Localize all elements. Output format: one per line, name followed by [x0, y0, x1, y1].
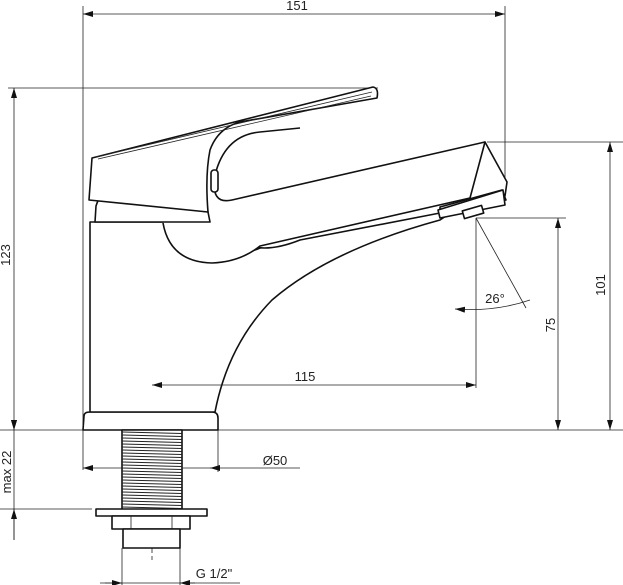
thread-line: [121, 476, 183, 479]
thread-line: [121, 434, 183, 437]
thread-line: [121, 482, 183, 485]
label-spout-reach: 115: [295, 369, 316, 384]
thread-line: [121, 446, 183, 449]
thread-line: [121, 473, 183, 476]
thread-line: [121, 452, 183, 455]
thread-line: [121, 461, 183, 464]
label-outlet-height: 75: [543, 318, 558, 332]
label-overall-height: 123: [0, 244, 13, 266]
thread-line: [121, 497, 183, 500]
label-max-deck-thickness: max 22: [0, 451, 14, 494]
label-outlet-angle: 26°: [485, 291, 505, 306]
thread-line: [121, 458, 183, 461]
dimension-labels: 151 123 101 75 115 26° Ø50 max 22 G 1/2": [0, 0, 608, 581]
faucet-body: [82, 86, 508, 431]
label-spout-height: 101: [593, 274, 608, 296]
thread-line: [121, 431, 183, 434]
dimension-lines: [11, 11, 613, 585]
label-base-diameter: Ø50: [263, 453, 288, 468]
thread-line: [121, 437, 183, 440]
thread-line: [121, 470, 183, 473]
thread-line: [121, 491, 183, 494]
thread-line: [121, 488, 183, 491]
thread-line: [121, 500, 183, 503]
thread-line: [121, 467, 183, 470]
thread-line: [121, 443, 183, 446]
thread-line: [121, 455, 183, 458]
label-overall-length: 151: [286, 0, 308, 13]
connection-assembly: [95, 429, 208, 549]
thread-line: [121, 503, 183, 506]
thread-line: [121, 479, 183, 482]
label-connection-thread: G 1/2": [196, 566, 233, 581]
thread-line: [121, 485, 183, 488]
thread-line: [121, 464, 183, 467]
thread-line: [121, 449, 183, 452]
thread-line: [121, 440, 183, 443]
thread-line: [121, 494, 183, 497]
